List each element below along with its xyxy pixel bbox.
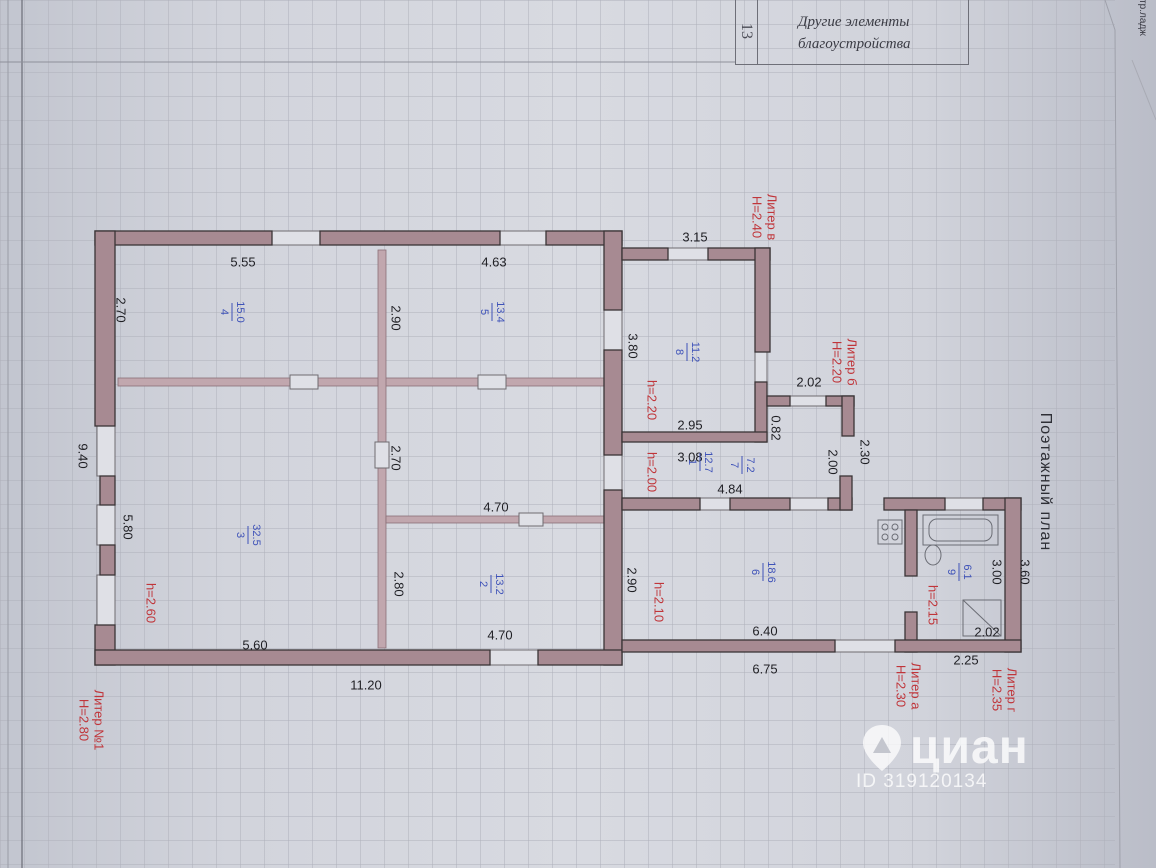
openings [96, 230, 984, 666]
dimension-label: 4.70 [487, 627, 512, 642]
stove-icon [877, 519, 903, 545]
dimension-label: 2.80 [392, 571, 407, 596]
dimension-label: 2.25 [953, 652, 978, 667]
dimension-label: 4.84 [717, 481, 742, 496]
dimension-label: 2.02 [974, 624, 999, 639]
ceiling-height-label: h=2.10 [652, 582, 667, 622]
dimension-label: 6.75 [752, 661, 777, 676]
dimension-label: 3.60 [1018, 559, 1033, 584]
table-header-box [735, 0, 969, 65]
dimension-label: 2.90 [389, 305, 404, 330]
room-area: 18.6 [765, 561, 777, 582]
dimension-label: 4.63 [481, 254, 506, 269]
dimension-label: 5.80 [121, 514, 136, 539]
room-number: 4 [218, 309, 230, 315]
dimension-label: 3.00 [990, 559, 1005, 584]
liter-height: Н=2.80 [77, 699, 92, 741]
room-area: 7.2 [744, 457, 756, 472]
walls [94, 230, 1022, 666]
liter-height: Н=2.40 [750, 196, 765, 238]
shower-tray-icon [962, 599, 1002, 637]
dimension-label: 4.70 [483, 499, 508, 514]
watermark-brand: циан [910, 721, 1029, 774]
room-area: 13.4 [494, 301, 506, 322]
ceiling-height-label: h=2.15 [926, 585, 941, 625]
room-number: 9 [945, 569, 957, 575]
dimension-label: 11.20 [350, 677, 382, 692]
dimension-label: 2.30 [858, 439, 873, 464]
room-area: 15.0 [234, 301, 246, 322]
dimension-label: 9.40 [76, 443, 91, 468]
dimension-label: 2.90 [625, 567, 640, 592]
room-number: 5 [478, 309, 490, 315]
stove-burner-icon [881, 533, 889, 541]
room-area: 6.1 [961, 564, 973, 579]
watermark: циан ID 319120134 [856, 720, 1029, 793]
dimension-label: 2.00 [826, 449, 841, 474]
room-area: 12.7 [702, 451, 714, 472]
liter-name: Литер в [765, 194, 780, 241]
liter-name: Литер б [845, 338, 860, 385]
ceiling-height-label: h=2.00 [645, 452, 660, 492]
liter-height: Н=2.30 [894, 665, 909, 707]
stove-burner-icon [881, 523, 889, 531]
room-number: 8 [673, 349, 685, 355]
room-number: 3 [234, 532, 246, 538]
dimension-label: 2.70 [114, 297, 129, 322]
room-area: 13.2 [493, 573, 505, 594]
dimension-label: 3.15 [682, 229, 707, 244]
ceiling-height-label: h=2.20 [645, 380, 660, 420]
dimension-label: 5.55 [230, 254, 255, 269]
dimension-label: 2.70 [389, 445, 404, 470]
liter-name: Литер №1 [92, 690, 107, 751]
room-number: 2 [477, 581, 489, 587]
dimension-label: 2.95 [677, 417, 702, 432]
liter-name: Литер а [909, 663, 924, 711]
liter-height: Н=2.20 [830, 341, 845, 383]
dimension-label: 2.02 [796, 374, 821, 389]
dimension-label: 3.08 [677, 449, 702, 464]
bathtub-basin-icon [928, 518, 993, 542]
shower-tray-diagonal [962, 599, 1002, 637]
bathroom-fixtures [877, 514, 1002, 637]
stove-burner-icon [891, 523, 899, 531]
table-header-line-2: благоустройства [798, 36, 911, 52]
table-row-number-cell [735, 0, 758, 64]
room-number: 7 [728, 462, 740, 468]
stove-burner-icon [891, 533, 899, 541]
table-header-line-1: Другие элементы [798, 14, 910, 30]
liter-height: Н=2.35 [990, 669, 1005, 711]
room-area: 32.5 [250, 524, 262, 545]
room-number: 6 [749, 569, 761, 575]
room-area: 11.2 [689, 342, 701, 363]
dimension-label: 3.80 [626, 333, 641, 358]
ceiling-height-label: h=2.60 [144, 583, 159, 623]
liter-name: Литер г [1005, 668, 1020, 713]
room-number: 1 [686, 459, 698, 465]
sink-icon [924, 544, 942, 566]
bathtub-icon [922, 514, 999, 546]
dimension-label: 0.82 [769, 415, 784, 440]
dimension-label: 5.60 [242, 637, 267, 652]
watermark-id: ID 319120134 [856, 771, 988, 792]
cian-logo-icon [863, 724, 901, 771]
thin-partitions [117, 249, 605, 649]
dimension-label: 6.40 [752, 623, 777, 638]
